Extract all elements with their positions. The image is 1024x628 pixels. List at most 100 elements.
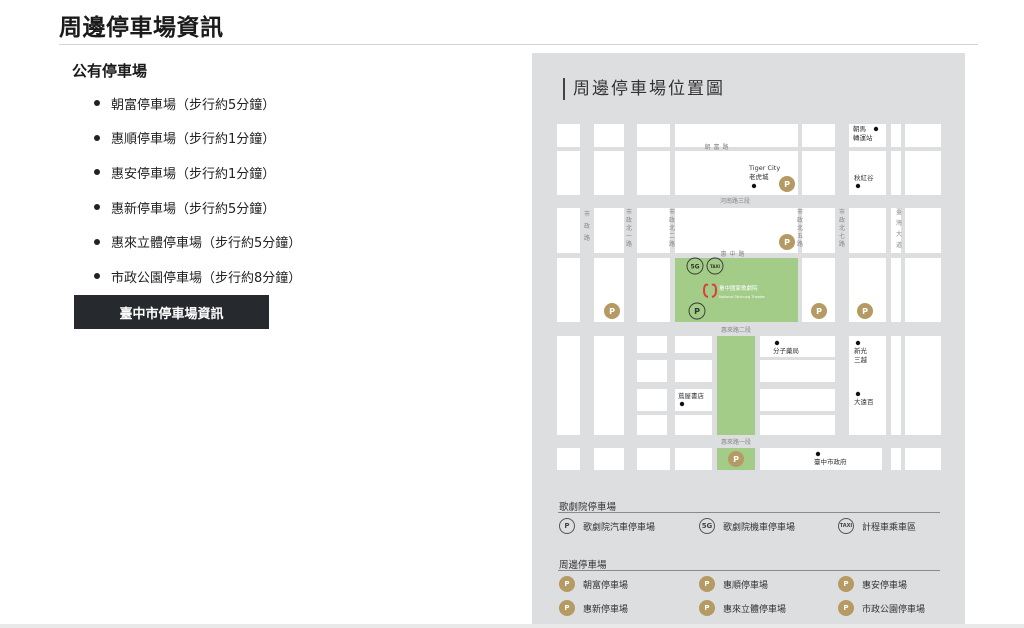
landmark-theater-zh: 臺中國家歌劇院 (719, 284, 758, 292)
civic-park (717, 336, 755, 435)
parking-icon: P (838, 576, 854, 592)
map-title: 周邊停車場位置圖 (563, 78, 725, 100)
theater-logo: 臺中國家歌劇院 National Taichung Theater (702, 283, 765, 299)
parking-icon: P (699, 600, 715, 616)
bullet-icon (94, 238, 100, 245)
list-item: 惠安停車場（步行約1分鐘） (94, 155, 301, 190)
list-item: 惠來立體停車場（步行約5分鐘） (94, 224, 301, 259)
legend-label: 歌劇院機車停車場 (723, 522, 796, 533)
svg-text:P: P (609, 307, 615, 316)
list-item: 惠新停車場（步行約5分鐘） (94, 190, 301, 225)
landmark-tiger-en: Tiger City (748, 164, 780, 172)
taxi-stand-icon (706, 257, 724, 275)
parking-icon: P (559, 576, 575, 592)
legend-item-civic-park: P 市政公園停車場 (838, 600, 925, 616)
landmark-molecular: 分子藥局 (773, 346, 799, 355)
public-parking-heading: 公有停車場 (72, 62, 148, 80)
svg-text:P: P (733, 455, 739, 464)
list-item: 朝富停車場（步行約5分鐘） (94, 86, 301, 121)
list-item: 惠順停車場（步行約1分鐘） (94, 121, 301, 156)
landmark-mrt: 朝馬轉運站 (853, 125, 873, 142)
legend-item-chaofu: P 朝富停車場 (559, 576, 628, 592)
page-title: 周邊停車場資訊 (59, 14, 224, 41)
legend-label: 計程車乘車區 (862, 522, 917, 533)
parking-icon: P (838, 600, 854, 616)
lot-label: 市政公園停車場（步行約8分鐘） (111, 270, 302, 286)
road-huilai1: 惠來路一段 (721, 438, 751, 446)
title-divider (59, 44, 978, 45)
landmark-eslite: 蔦屋書店 (678, 391, 705, 400)
list-item: 市政公園停車場（步行約8分鐘） (94, 259, 301, 294)
motorcycle-parking-icon: 5G (699, 518, 715, 534)
theater-site (675, 258, 798, 322)
theater-parking-legend-heading: 歌劇院停車場 (559, 502, 617, 513)
taxi-badge-label: TAXI (710, 264, 721, 269)
page-bottom-edge (0, 624, 1024, 628)
legend-label: 惠新停車場 (583, 604, 629, 615)
motorcycle-badge-label: 5G (690, 264, 699, 271)
parking-icon: P (699, 576, 715, 592)
road-shizheng-n2: 市政北二路 (669, 208, 675, 248)
road-shizheng: 市政路 (584, 210, 590, 242)
parking-marker-huian (779, 234, 795, 250)
landmark-city-hall: 臺中市政府 (814, 457, 847, 466)
legend-item-taxi: TAXI 計程車乘車區 (838, 518, 916, 534)
bullet-icon (94, 204, 100, 211)
nearby-parking-legend-heading: 周邊停車場 (559, 560, 607, 571)
legend-label: 惠順停車場 (723, 580, 769, 591)
parking-lot-list: 朝富停車場（步行約5分鐘） 惠順停車場（步行約1分鐘） 惠安停車場（步行約1分鐘… (94, 86, 301, 294)
parking-icon: P (559, 600, 575, 616)
taichung-parking-info-button[interactable]: 臺中市停車場資訊 (74, 295, 269, 329)
road-shizheng-n7: 市政北七路 (839, 208, 845, 248)
legend-item-theater-motorcycle: 5G 歌劇院機車停車場 (699, 518, 795, 534)
legend-item-theater-car: P 歌劇院汽車停車場 (559, 518, 655, 534)
parking-marker-chaofu (779, 176, 795, 192)
legend-divider (558, 570, 940, 571)
road-henan: 河南路三段 (720, 197, 750, 205)
svg-text:P: P (784, 180, 790, 189)
road-huizhong: 惠中路 (720, 250, 747, 258)
parking-location-map: 朝富路 河南路三段 惠中路 惠來路二段 惠來路一段 市政路 市政北一路 市政北二… (557, 124, 941, 470)
road-huilai2: 惠來路二段 (721, 326, 751, 334)
landmark-shinkong: 新光三越 (854, 346, 868, 364)
legend-item-huilai: P 惠來立體停車場 (699, 600, 786, 616)
parking-marker-huilai (857, 303, 873, 319)
lot-label: 朝富停車場（步行約5分鐘） (111, 97, 276, 113)
lot-label: 惠安停車場（步行約1分鐘） (111, 166, 276, 182)
legend-label: 市政公園停車場 (862, 604, 926, 615)
legend-label: 朝富停車場 (583, 580, 629, 591)
road-shizheng-n5: 市政北五路 (797, 208, 803, 248)
landmark-qiuhong: 秋紅谷 (854, 173, 874, 182)
legend-label: 惠安停車場 (862, 580, 908, 591)
parking-marker-huishun (811, 303, 827, 319)
svg-text:P: P (862, 307, 868, 316)
road-taiwan-blvd: 臺灣大道 (896, 208, 902, 249)
bullet-icon (94, 100, 100, 107)
svg-text:P: P (784, 238, 790, 247)
svg-text:P: P (816, 307, 822, 316)
landmark-theater-en: National Taichung Theater (719, 295, 765, 299)
lot-label: 惠來立體停車場（步行約5分鐘） (111, 236, 302, 252)
theater-car-parking-icon (688, 302, 706, 320)
parking-marker-civic-park (728, 451, 744, 467)
legend-label: 惠來立體停車場 (723, 604, 787, 615)
motorcycle-parking-icon (686, 257, 704, 275)
road-shizheng-n1: 市政北一路 (626, 208, 632, 248)
legend-item-huishin: P 惠新停車場 (559, 600, 628, 616)
bullet-icon (94, 134, 100, 141)
parking-marker-huishin (604, 303, 620, 319)
taxi-icon: TAXI (838, 518, 854, 534)
landmark-dayuan: 大遠百 (854, 397, 874, 406)
car-parking-icon: P (559, 518, 575, 534)
lot-label: 惠新停車場（步行約5分鐘） (111, 201, 276, 217)
road-chaofu: 朝富路 (704, 143, 731, 151)
legend-item-huishun: P 惠順停車場 (699, 576, 768, 592)
landmark-tiger-zh: 老虎城 (749, 172, 769, 181)
bullet-icon (94, 169, 100, 176)
legend-label: 歌劇院汽車停車場 (583, 522, 656, 533)
legend-divider (558, 512, 940, 513)
car-badge-label: P (694, 307, 700, 316)
bullet-icon (94, 273, 100, 280)
legend-item-huian: P 惠安停車場 (838, 576, 907, 592)
lot-label: 惠順停車場（步行約1分鐘） (111, 132, 276, 148)
